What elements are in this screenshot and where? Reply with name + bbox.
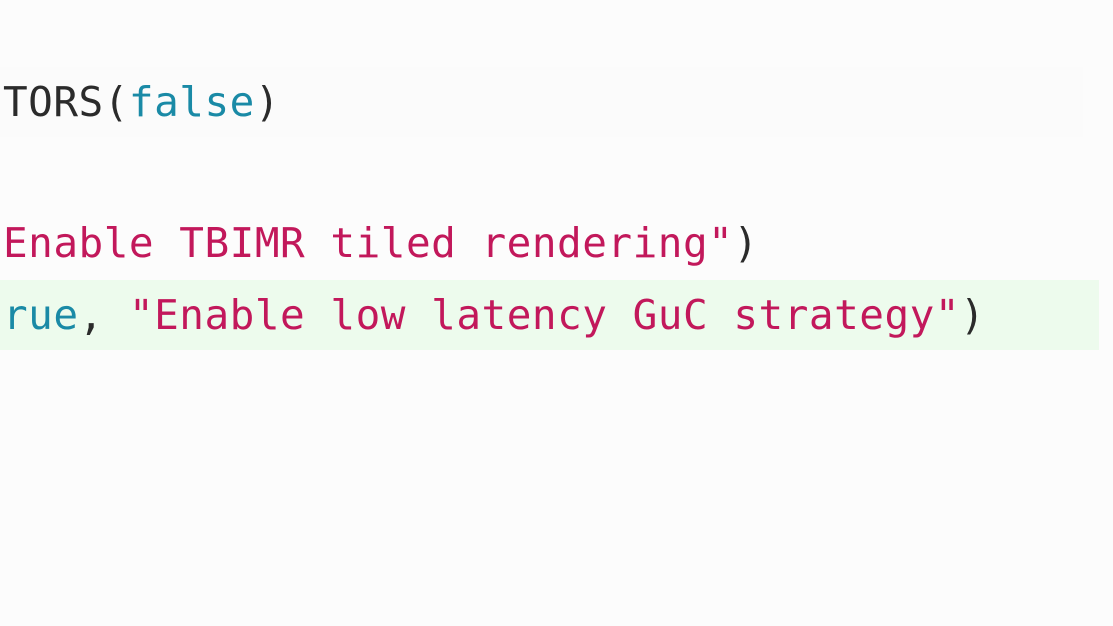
code-line-1[interactable]: TORS(false) — [0, 67, 1083, 137]
code-token-string: Enable TBIMR tiled rendering" — [3, 219, 734, 267]
code-token-keyword: rue — [3, 291, 79, 339]
code-line-3-current[interactable]: rue, "Enable low latency GuC strategy") — [0, 280, 1099, 350]
code-token-paren: ) — [960, 291, 986, 339]
code-token-identifier: TORS( — [3, 78, 129, 126]
code-token-comma: , — [78, 291, 129, 339]
code-token-keyword: false — [128, 78, 255, 126]
code-line-2[interactable]: Enable TBIMR tiled rendering") — [0, 208, 759, 278]
code-token-string: "Enable low latency GuC strategy" — [128, 291, 961, 339]
code-token-paren: ) — [254, 78, 281, 126]
code-token-paren: ) — [733, 219, 759, 267]
